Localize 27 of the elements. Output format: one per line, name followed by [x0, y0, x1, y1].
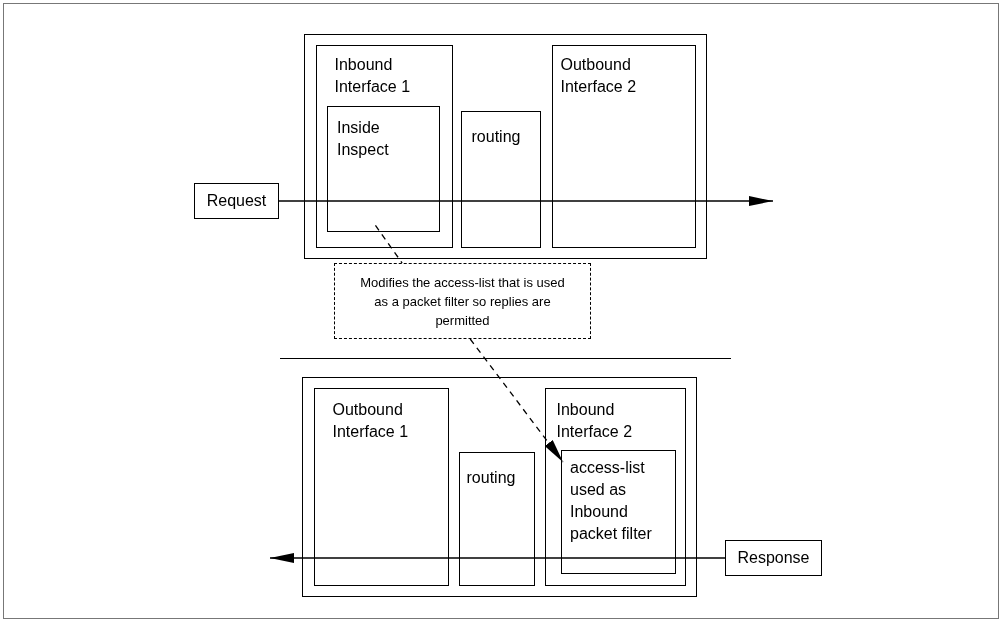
interface-box [544, 387, 686, 586]
node-label: Inbound Interface 1 [334, 54, 412, 97]
node-label: Request [206, 191, 267, 211]
interface-box [460, 110, 541, 248]
node-label: Outbound Interface 2 [560, 54, 638, 97]
arrow [278, 196, 774, 206]
node-label: Outbound Interface 1 [332, 399, 410, 442]
label-box [725, 540, 822, 576]
node-label: access-list used as Inbound packet filter [570, 458, 653, 544]
note-text: Modifies the access-list that is used as a packet filter so replies are permitted [360, 273, 565, 330]
arrow [269, 553, 726, 563]
interface-box [313, 387, 449, 586]
node-label: Inbound Interface 2 [556, 399, 634, 442]
node-label: Response [737, 548, 810, 568]
label-box [194, 183, 279, 219]
router-box [302, 377, 697, 597]
dashed-arrow [469, 338, 564, 463]
node-label: routing [466, 467, 516, 488]
interface-box [561, 450, 676, 574]
interface-box [327, 106, 440, 232]
note-box [334, 263, 591, 339]
router-box [304, 34, 707, 259]
interface-box [551, 44, 696, 248]
interface-box [315, 44, 453, 248]
node-label: Inside Inspect [337, 118, 390, 160]
node-label: routing [471, 126, 521, 147]
interface-box [458, 451, 535, 586]
